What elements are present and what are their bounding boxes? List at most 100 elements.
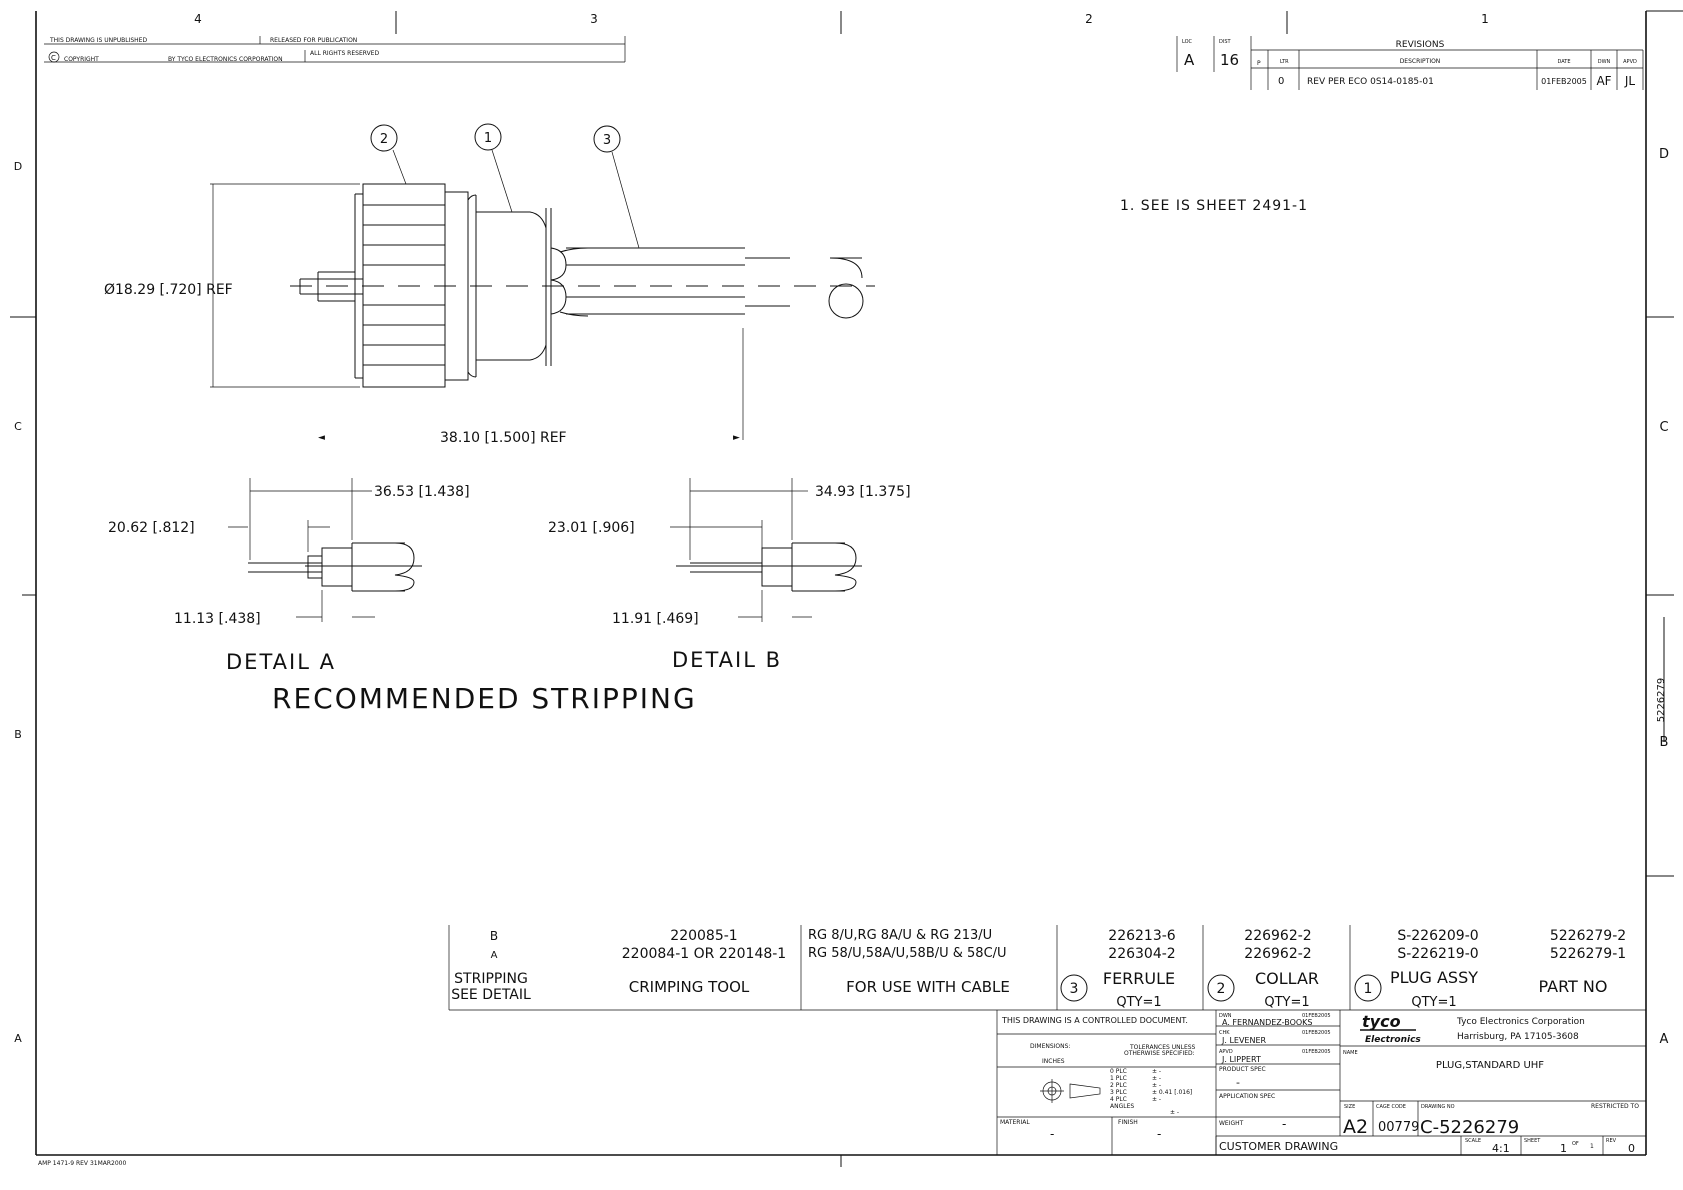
zone-right-a: A — [1660, 1032, 1669, 1047]
tb-of-value: 1 — [1590, 1143, 1594, 1150]
tb-plc-4: 4 PLC — [1110, 1096, 1127, 1103]
zone-top-4: 4 — [194, 12, 202, 26]
tb-appvd-name: J. LIPPERT — [1221, 1055, 1261, 1064]
row1-cable: RG 8/U,RG 8A/U & RG 213/U — [808, 928, 992, 943]
zone-top-2: 2 — [1085, 12, 1093, 26]
tb-scale-value: 4:1 — [1492, 1142, 1510, 1155]
header-unpublished: THIS DRAWING IS UNPUBLISHED — [49, 37, 147, 44]
row2-collar: 226962-2 — [1244, 946, 1311, 962]
rev-ltr-label: LTR — [1280, 59, 1289, 65]
detail-a-label: DETAIL A — [226, 650, 336, 674]
tb-address: Harrisburg, PA 17105-3608 — [1457, 1032, 1579, 1042]
tb-size-value: A2 — [1343, 1116, 1368, 1138]
tb-tol-4: ± - — [1152, 1096, 1161, 1103]
tb-of-label: OF — [1572, 1141, 1579, 1147]
side-part-number: 5226279 — [1656, 678, 1667, 723]
rev-apvd-label: APVD — [1623, 59, 1637, 65]
tb-sheet-label: SHEET — [1524, 1138, 1541, 1144]
general-note: 1. SEE IS SHEET 2491-1 — [1120, 198, 1308, 214]
tb-size-label: SIZE — [1344, 1104, 1355, 1110]
row2-cable: RG 58/U,58A/U,58B/U & 58C/U — [808, 946, 1007, 961]
tb-plc-1: 1 PLC — [1110, 1075, 1127, 1082]
dim-a-jacket: 20.62 [.812] — [108, 520, 195, 536]
hdr-collar-num: 2 — [1217, 981, 1226, 997]
border-frame — [10, 10, 1683, 1167]
zone-right-c: C — [1659, 420, 1668, 435]
row2-part: 5226279-1 — [1550, 946, 1626, 962]
zone-right-b: B — [1660, 735, 1669, 750]
footer-form-number: AMP 1471-9 REV 31MAR2000 — [38, 1160, 126, 1167]
tb-rev-label: REV — [1606, 1138, 1617, 1144]
dim-b-braid: 11.91 [.469] — [612, 611, 699, 627]
hdr-plug-qty: QTY=1 — [1411, 995, 1456, 1010]
row2-strip: A — [491, 950, 498, 961]
hdr-see-detail: SEE DETAIL — [451, 987, 531, 1003]
tb-cage-label: CAGE CODE — [1376, 1104, 1406, 1110]
hdr-ferrule-num: 3 — [1070, 981, 1079, 997]
hdr-ferrule: FERRULE — [1103, 969, 1175, 988]
rev-dwn-label: DWN — [1598, 59, 1611, 65]
dim-b-total: 34.93 [1.375] — [815, 484, 911, 500]
tb-plc-5: ANGLES — [1110, 1103, 1134, 1110]
tb-customer: CUSTOMER DRAWING — [1219, 1140, 1338, 1153]
hdr-crimping-tool: CRIMPING TOOL — [629, 978, 750, 996]
hdr-collar-qty: QTY=1 — [1264, 995, 1309, 1010]
zone-left-c: C — [14, 420, 22, 433]
tb-tol-3: ± 0.41 [.016] — [1152, 1089, 1192, 1096]
logo-bottom: Electronics — [1365, 1035, 1421, 1045]
rev-title: REVISIONS — [1396, 40, 1445, 50]
rev-date-label: DATE — [1557, 59, 1570, 65]
header-block: THIS DRAWING IS UNPUBLISHED RELEASED FOR… — [44, 36, 626, 63]
rev-loc-value: A — [1184, 51, 1195, 69]
connector-main-view — [290, 183, 875, 388]
tb-restricted: RESTRICTED TO — [1591, 1103, 1639, 1110]
dim-a-braid: 11.13 [.438] — [174, 611, 261, 627]
tb-weight: WEIGHT — [1219, 1120, 1244, 1127]
row2-tool: 220084-1 OR 220148-1 — [622, 946, 786, 962]
row2-plug: S-226219-0 — [1397, 946, 1478, 962]
tb-finish-value: - — [1157, 1127, 1161, 1141]
tb-chk-label: CHK — [1219, 1030, 1230, 1036]
tb-chk-name: J. LEVENER — [1221, 1036, 1267, 1045]
tb-cage-value: 00779 — [1378, 1120, 1419, 1135]
arrow-right: ► — [733, 433, 740, 443]
projection-symbol-icon — [1040, 1079, 1101, 1103]
header-by: BY TYCO ELECTRONICS CORPORATION — [168, 56, 283, 63]
recommended-stripping-heading: RECOMMENDED STRIPPING — [272, 682, 697, 715]
row1-strip: B — [490, 929, 498, 943]
row1-part: 5226279-2 — [1550, 928, 1626, 944]
tb-material-value: - — [1050, 1127, 1054, 1141]
tb-company: Tyco Electronics Corporation — [1456, 1017, 1585, 1027]
rev-desc-label: DESCRIPTION — [1400, 58, 1441, 65]
revisions-block: LOC A DIST 16 REVISIONS P LTR 0 DESCRIPT… — [1176, 36, 1644, 90]
tb-dwn-label: DWN — [1219, 1013, 1232, 1019]
title-block: THIS DRAWING IS A CONTROLLED DOCUMENT. D… — [996, 1010, 1646, 1155]
tb-finish: FINISH — [1118, 1119, 1138, 1126]
hdr-ferrule-qty: QTY=1 — [1116, 995, 1161, 1010]
tb-otherwise: OTHERWISE SPECIFIED: — [1124, 1050, 1195, 1057]
tb-controlled: THIS DRAWING IS A CONTROLLED DOCUMENT. — [1001, 1016, 1188, 1025]
hdr-cable: FOR USE WITH CABLE — [846, 978, 1010, 996]
dim-a-total: 36.53 [1.438] — [374, 484, 470, 500]
tb-plc-3: 3 PLC — [1110, 1089, 1127, 1096]
tb-dwgno-value: C-5226279 — [1420, 1117, 1519, 1138]
zone-top-3: 3 — [590, 12, 598, 26]
header-rights: ALL RIGHTS RESERVED — [310, 50, 379, 57]
hdr-stripping: STRIPPING — [454, 971, 528, 987]
tb-tol-2: ± - — [1152, 1082, 1161, 1089]
rev-desc-value: REV PER ECO 0S14-0185-01 — [1307, 77, 1434, 87]
row2-ferrule: 226304-2 — [1108, 946, 1175, 962]
tb-name-value: PLUG,STANDARD UHF — [1436, 1060, 1544, 1071]
dim-diameter: Ø18.29 [.720] REF — [104, 282, 233, 298]
rev-dwn-value: AF — [1596, 74, 1611, 88]
tb-tol-5: ± - — [1170, 1109, 1179, 1116]
main-view-dimensions: Ø18.29 [.720] REF ◄ ► 38.10 [1.500] REF … — [104, 123, 744, 446]
tb-appvd-date: 01FEB2005 — [1302, 1049, 1331, 1055]
row1-ferrule: 226213-6 — [1108, 928, 1175, 944]
callout-3: 3 — [603, 133, 611, 148]
header-released: RELEASED FOR PUBLICATION — [270, 37, 357, 44]
rev-dist-label: DIST — [1219, 39, 1231, 45]
tb-application-spec: APPLICATION SPEC — [1219, 1093, 1275, 1100]
tb-dwgno-label: DRAWING NO — [1421, 1104, 1455, 1110]
zone-labels: 4 3 2 1 D C B A D C B A 5226279 — [14, 12, 1669, 1047]
